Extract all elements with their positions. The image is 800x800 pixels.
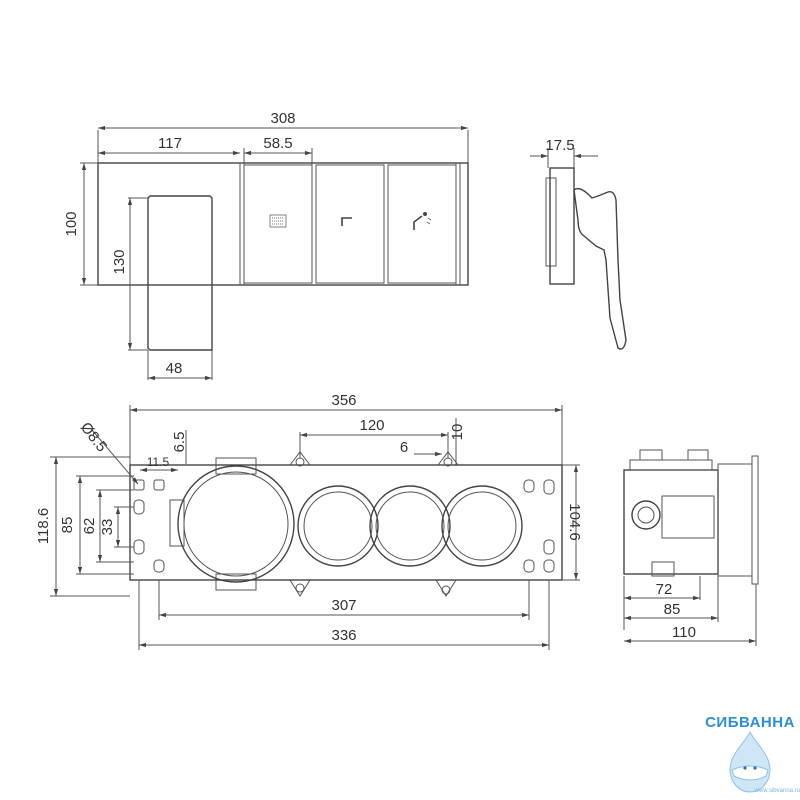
spout-icon [341,217,352,226]
dim-10: 10 [449,424,466,441]
shower-head-icon [269,214,287,228]
dim-117: 117 [158,135,182,152]
dim-130: 130 [111,249,128,274]
dim-356: 356 [331,392,356,409]
dim-72: 72 [656,581,673,598]
watermark-logo: СИБВАННА www.sibvanna.ru [700,710,800,800]
install-box-side-view: 72 85 110 [623,449,759,646]
dim-48: 48 [166,360,183,377]
dim-33: 33 [99,519,116,536]
dim-118-6: 118.6 [35,508,52,544]
side-view-top: 17.5 [530,137,627,350]
button-3 [387,164,457,284]
dim-307: 307 [331,597,356,614]
dim-58-5: 58.5 [263,135,292,152]
dim-62: 62 [81,518,98,535]
dim-120: 120 [359,417,384,434]
water-drop-icon [729,730,771,793]
dim-85-side: 85 [664,601,681,618]
dim-85-left: 85 [59,517,76,534]
dim-17-5: 17.5 [545,137,574,154]
dim-6: 6 [400,439,408,456]
front-handle [147,195,213,351]
button-2 [315,164,385,284]
dim-11-5: 11.5 [147,455,170,469]
dim-104-6: 104.6 [566,503,583,541]
valve-body [177,465,295,583]
dim-6-5: 6.5 [171,432,188,453]
watermark-brand: СИБВАННА [705,714,795,731]
front-view: 308 117 58.5 100 130 48 [63,110,469,381]
install-box-view: 356 120 6 10 Ø8.5 6.5 11.5 118.6 85 [35,392,583,650]
mounting-plate [129,464,563,581]
side-handle [573,187,627,350]
button-1 [243,164,313,284]
hand-shower-icon [413,212,432,230]
dim-diameter-8-5: Ø8.5 [77,419,110,455]
dim-110: 110 [672,624,696,641]
dim-100: 100 [63,211,80,236]
dim-336: 336 [331,627,356,644]
front-panel-outline [97,162,469,286]
dim-308: 308 [270,110,295,127]
watermark-url: www.sibvanna.ru [754,788,800,794]
